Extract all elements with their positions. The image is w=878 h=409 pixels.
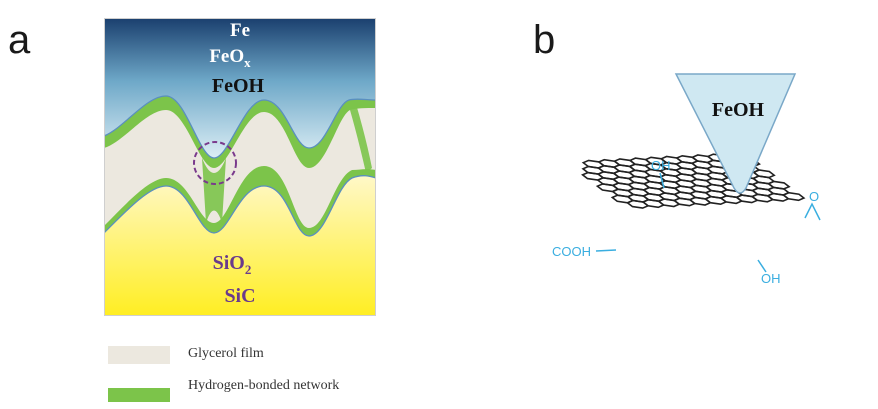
group-epoxide-o: O: [809, 189, 819, 204]
panel-a-border: [104, 18, 376, 316]
hbond-layer-top: [104, 96, 376, 168]
feoh-tip: [674, 73, 797, 194]
group-oh-top: OH: [651, 158, 671, 173]
graphene-sheet: [581, 152, 806, 209]
panel-b-letter: b: [533, 18, 556, 62]
contact-circle: [193, 141, 237, 185]
bond-epoxide: [804, 202, 821, 221]
group-cooh: COOH: [552, 244, 591, 259]
contact-bridge: [202, 158, 226, 223]
hbond-layer-bottom: [104, 166, 376, 236]
label-sio2: SiO2: [213, 252, 252, 277]
iron-interface-line: [104, 95, 376, 159]
group-oh-bottom: OH: [761, 271, 781, 286]
label-feo: FeO: [209, 46, 244, 67]
panel-a-letter: a: [8, 18, 31, 62]
label-sic: SiC: [224, 285, 255, 307]
graphene-tip-schematic: FeOH OH O COOH OH: [552, 73, 821, 286]
legend-swatch-glycerol: [108, 346, 170, 364]
legend-swatch-hbond: [108, 388, 170, 402]
graphene-ring: [781, 191, 806, 202]
silicon-substrate: [104, 175, 376, 316]
legend-label-hbond: Hydrogen-bonded network: [188, 378, 340, 393]
label-feoh: FeOH: [212, 75, 265, 97]
silicon-interface-line: [104, 175, 376, 237]
interface-schematic: Fe FeOx FeOH SiO2 SiC: [104, 18, 376, 316]
label-fe: Fe: [230, 20, 250, 41]
bond-oh-top: [659, 172, 665, 189]
iron-body: [104, 18, 376, 158]
legend-label-glycerol: Glycerol film: [188, 346, 264, 361]
tip-label: FeOH: [712, 99, 765, 121]
bond-cooh: [595, 249, 617, 252]
label-feox-subscript: x: [244, 55, 251, 70]
label-sio2-subscript: 2: [245, 262, 252, 277]
label-sio: SiO: [213, 252, 245, 274]
bond-oh-bottom: [757, 259, 767, 273]
label-feox: FeOx: [209, 46, 251, 70]
contact-bridge-2: [350, 104, 372, 173]
